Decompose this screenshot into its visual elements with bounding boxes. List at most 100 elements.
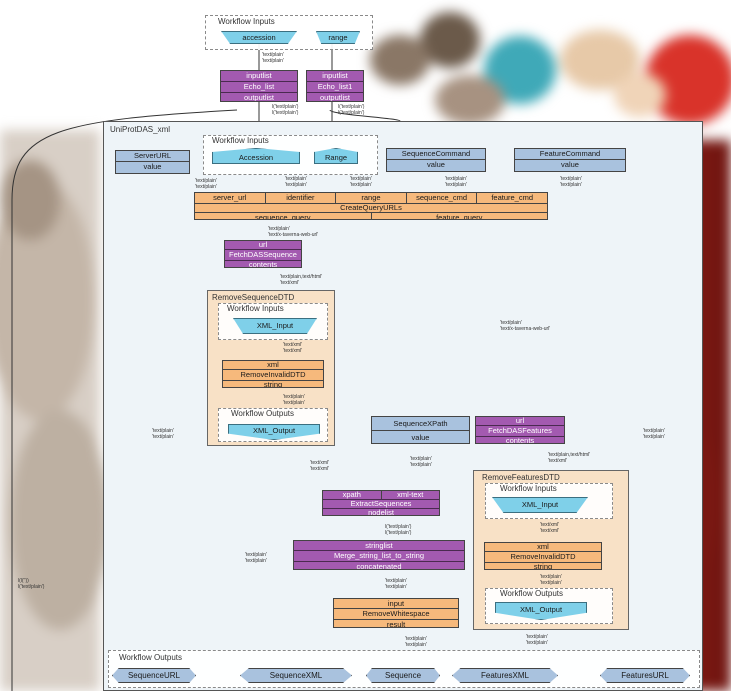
node-name: SequenceCommand xyxy=(387,149,485,160)
port-out: value xyxy=(411,433,430,442)
output-features-xml[interactable]: FeaturesXML xyxy=(452,668,558,683)
edge-label: l('text/plain') l('text/plain') xyxy=(272,104,299,116)
node-label: Range xyxy=(324,153,348,162)
processor-name: Echo_list xyxy=(221,82,297,93)
feat-remove-invalid-dtd-node[interactable]: xml RemoveInvalidDTD string xyxy=(484,542,602,570)
port-xpath: xpath xyxy=(323,491,382,499)
feat-xml-output-node[interactable]: XML_Output xyxy=(495,602,587,620)
output-sequence-xml[interactable]: SequenceXML xyxy=(240,668,352,683)
port-server-url: server_url xyxy=(195,193,266,203)
merge-string-list-node[interactable]: stringlist Merge_string_list_to_string c… xyxy=(293,540,465,570)
port-in: xml xyxy=(485,543,601,552)
edge-label: 'text/plain' 'text/plain' xyxy=(643,428,665,440)
port-in: inputlist xyxy=(307,71,363,82)
feat-xml-input-node[interactable]: XML_Input xyxy=(492,497,588,513)
port-out: outputlist xyxy=(319,93,351,102)
node-label: SequenceXML xyxy=(269,671,323,680)
cluster-title: Workflow Inputs xyxy=(500,484,557,493)
port-out: nodelist xyxy=(368,508,394,516)
edge-label: 'text/plain,text/html' 'text/xml' xyxy=(548,452,591,464)
seq-remove-invalid-dtd-node[interactable]: xml RemoveInvalidDTD string xyxy=(222,360,324,388)
port-out: string xyxy=(533,562,553,570)
processor-name: Echo_list1 xyxy=(307,82,363,93)
port-out: value xyxy=(427,160,445,169)
create-query-urls-node[interactable]: server_url identifier range sequence_cmd… xyxy=(194,192,548,220)
edge-label: 'text/plain,text/html' 'text/xml' xyxy=(280,274,323,286)
edge-label: 'text/plain' 'text/plain' xyxy=(195,178,217,190)
fetch-das-sequence-node[interactable]: url FetchDASSequence contents xyxy=(224,240,302,268)
port-out: result xyxy=(386,620,406,628)
cluster-title: UniProtDAS_xml xyxy=(110,125,171,134)
echo-list-node[interactable]: inputlist Echo_list outputlist xyxy=(220,70,298,102)
port-in: inputlist xyxy=(221,71,297,82)
processor-name: RemoveInvalidDTD xyxy=(223,370,323,381)
node-label: Sequence xyxy=(384,671,422,680)
processor-name: ExtractSequences xyxy=(323,500,439,509)
port-feature-cmd: feature_cmd xyxy=(491,193,534,202)
port-range: range xyxy=(336,193,407,203)
port-in: stringlist xyxy=(294,541,464,551)
node-name: SequenceXPath xyxy=(372,417,469,431)
node-label: accession xyxy=(242,33,276,42)
server-url-node[interactable]: ServerURL value xyxy=(115,150,190,174)
port-out: contents xyxy=(248,260,278,268)
processor-name: FetchDASSequence xyxy=(225,250,301,261)
output-sequence-url[interactable]: SequenceURL xyxy=(112,668,196,683)
port-out: value xyxy=(143,162,162,171)
echo-list1-node[interactable]: inputlist Echo_list1 outputlist xyxy=(306,70,364,102)
seq-xml-output-node[interactable]: XML_Output xyxy=(228,424,320,440)
output-features-url[interactable]: FeaturesURL xyxy=(600,668,690,683)
port-out: value xyxy=(561,160,579,169)
processor-name: RemoveInvalidDTD xyxy=(485,552,601,563)
sequence-xpath-node[interactable]: SequenceXPath value xyxy=(371,416,470,444)
edge-label: 'text/plain' 'text/plain' xyxy=(560,176,582,188)
port-out: concatenated xyxy=(356,562,402,570)
range-input-node[interactable]: range xyxy=(316,31,360,44)
cluster-title: RemoveSequenceDTD xyxy=(212,293,295,302)
edge-label: 'text/plain' 'text/plain' xyxy=(445,176,467,188)
range-workflow-input[interactable]: Range xyxy=(314,148,358,164)
edge-label: 'text/plain' 'text/plain' xyxy=(245,552,267,564)
port-identifier: identifier xyxy=(266,193,337,203)
port-in: url xyxy=(476,417,564,426)
input-ports-row: xpath xml-text xyxy=(323,491,439,500)
extract-sequences-node[interactable]: xpath xml-text ExtractSequences nodelist xyxy=(322,490,440,516)
output-sequence[interactable]: Sequence xyxy=(366,668,440,683)
edge-label: 'text/plain' 'text/plain' xyxy=(152,428,174,440)
output-ports-row: sequence_query feature_query xyxy=(195,213,547,219)
cluster-title: Workflow Inputs xyxy=(227,304,284,313)
node-label: FeaturesURL xyxy=(621,671,669,680)
fetch-das-features-node[interactable]: url FetchDASFeatures contents xyxy=(475,416,565,444)
edge-label: l('text/plain') l('text/plain') xyxy=(385,524,412,536)
node-label: XML_Output xyxy=(519,605,563,614)
accession-input-node[interactable]: accession xyxy=(221,31,297,44)
cluster-title: RemoveFeaturesDTD xyxy=(482,473,560,482)
node-label: SequenceURL xyxy=(127,671,181,680)
processor-name: CreateQueryURLs xyxy=(195,204,547,213)
node-label: FeaturesXML xyxy=(480,671,530,680)
port-in: input xyxy=(334,599,458,609)
cluster-title: Workflow Outputs xyxy=(119,653,182,662)
cluster-title: Workflow Inputs xyxy=(218,17,275,26)
sequence-command-node[interactable]: SequenceCommand value xyxy=(386,148,486,172)
edge-label: 'text/plain' 'text/plain' xyxy=(283,394,305,406)
cluster-title: Workflow Outputs xyxy=(231,409,294,418)
node-name: ServerURL xyxy=(116,151,189,162)
cluster-title: Workflow Outputs xyxy=(500,589,563,598)
seq-xml-input-node[interactable]: XML_Input xyxy=(233,318,317,334)
accession-workflow-input[interactable]: Accession xyxy=(212,148,300,164)
node-label: XML_Input xyxy=(521,500,559,509)
edge-label: 'text/plain' 'text/plain' xyxy=(350,176,372,188)
port-xml-text: xml-text xyxy=(397,490,424,499)
remove-whitespace-node[interactable]: input RemoveWhitespace result xyxy=(333,598,459,628)
port-sequence-cmd: sequence_cmd xyxy=(407,193,478,203)
edge-label: 'text/plain' 'text/plain' xyxy=(540,574,562,586)
port-in: xml xyxy=(223,361,323,370)
node-label: XML_Input xyxy=(256,321,294,330)
edge-label: 'text/plain' 'text/plain' xyxy=(385,578,407,590)
edge-label: l(l('')) l('text/plain') xyxy=(18,578,45,590)
edge-label: 'text/plain' 'text/plain' xyxy=(285,176,307,188)
feature-command-node[interactable]: FeatureCommand value xyxy=(514,148,626,172)
edge-label: 'text/plain' 'text/plain' xyxy=(262,52,284,64)
port-sequence-query: sequence_query xyxy=(195,213,372,219)
